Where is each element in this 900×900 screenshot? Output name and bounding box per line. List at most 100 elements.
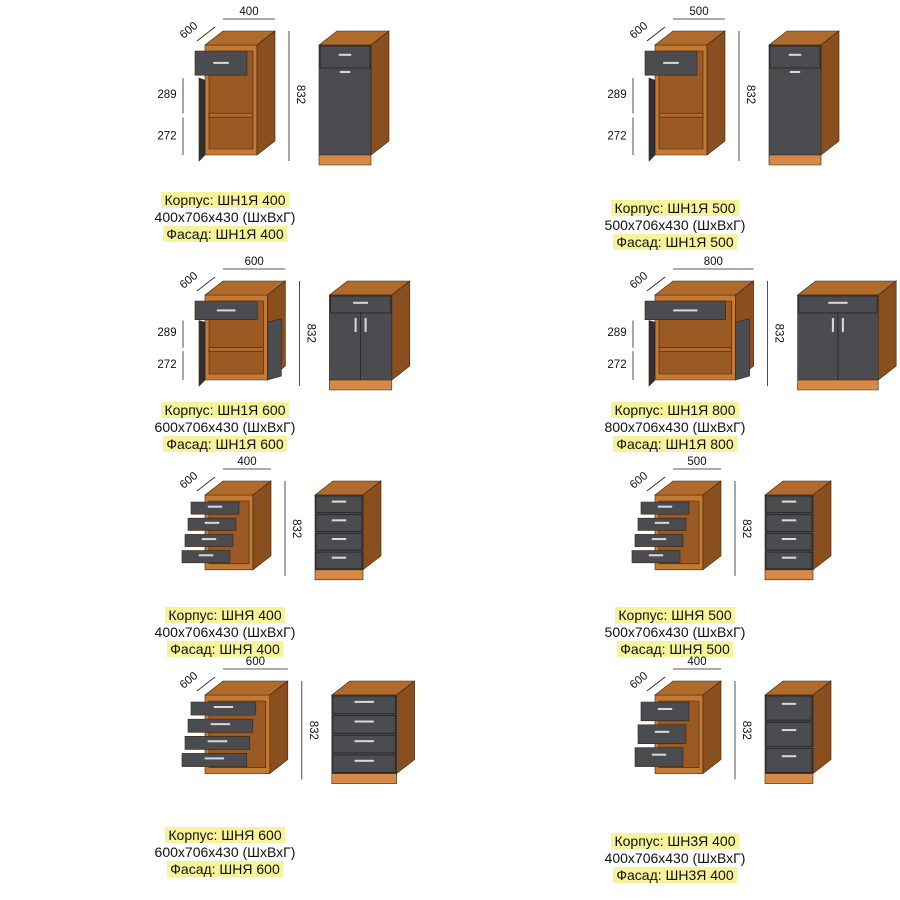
dim-label-width: 400 bbox=[239, 6, 258, 18]
drawer-handle bbox=[198, 554, 214, 557]
dim-label-width: 600 bbox=[245, 256, 264, 268]
corpus-label: Корпус: ШН1Я 400 bbox=[161, 192, 289, 208]
drawer-handle bbox=[210, 723, 231, 726]
drawer-handle bbox=[673, 309, 698, 312]
facade-label: Фасад: ШН1Я 600 bbox=[163, 436, 287, 452]
drawer-handle bbox=[204, 521, 220, 524]
drawer-front bbox=[765, 551, 813, 570]
cabinet-plinth bbox=[764, 773, 814, 784]
cabinet-plinth bbox=[764, 569, 814, 581]
dim-label-depth: 600 bbox=[628, 470, 650, 492]
shelf bbox=[658, 112, 704, 118]
corpus-label: Корпус: ШН1Я 800 bbox=[611, 402, 739, 418]
door-handle bbox=[354, 318, 357, 332]
cabinet-plinth bbox=[329, 379, 393, 391]
dim-label-a: 289 bbox=[607, 327, 626, 339]
cabinet-plinth bbox=[318, 154, 372, 166]
dim-label-width: 400 bbox=[687, 656, 706, 668]
dim-label-width: 500 bbox=[687, 456, 706, 468]
drawer-handle bbox=[781, 755, 797, 758]
dim-label-depth: 600 bbox=[178, 270, 200, 292]
product-caption: Корпус: ШН1Я 400 400х706х430 (ШхВхГ) Фас… bbox=[0, 192, 450, 243]
drawer-handle bbox=[331, 519, 347, 522]
cabinet-side bbox=[812, 680, 832, 775]
dim-line bbox=[196, 476, 216, 492]
facade-label: Фасад: ШН3Я 400 bbox=[613, 867, 737, 883]
drawer-front bbox=[765, 495, 813, 514]
drawer-front bbox=[315, 551, 363, 570]
door-handle bbox=[831, 318, 834, 332]
cabinet-plinth bbox=[797, 379, 879, 391]
shelf bbox=[208, 347, 264, 352]
dim-label-a: 289 bbox=[157, 89, 176, 101]
drawer-front bbox=[315, 533, 363, 551]
dim-label-width: 800 bbox=[704, 256, 723, 268]
cabinet-side bbox=[269, 680, 289, 775]
drawer-front bbox=[634, 534, 684, 547]
cabinet-side bbox=[252, 480, 272, 571]
drawer-front bbox=[332, 715, 396, 734]
drawer-front bbox=[765, 721, 813, 747]
drawer-front bbox=[332, 734, 396, 754]
corpus-label: Корпус: ШН1Я 600 bbox=[161, 402, 289, 418]
drawer-handle bbox=[354, 740, 374, 743]
dimensions-label: 400х706х430 (ШхВхГ) bbox=[154, 624, 296, 640]
cabinet-side bbox=[812, 480, 832, 571]
dimensions-label: 800х706х430 (ШхВхГ) bbox=[604, 419, 746, 435]
drawer-front bbox=[332, 695, 396, 715]
facade-label: Фасад: ШНЯ 400 bbox=[167, 641, 283, 657]
dim-label-width: 500 bbox=[689, 6, 708, 18]
closed-cabinet bbox=[318, 30, 390, 166]
closed-cabinet bbox=[768, 30, 840, 166]
door-handle bbox=[789, 71, 801, 73]
dim-label-b: 272 bbox=[607, 359, 626, 371]
drawer-handle bbox=[213, 705, 234, 708]
drawer-handle bbox=[663, 61, 679, 64]
dim-label-height: 832 bbox=[773, 324, 785, 343]
drawer-handle bbox=[788, 53, 802, 56]
dim-label-depth: 600 bbox=[178, 20, 200, 42]
open-cabinet: 289 272 400 600 832 bbox=[157, 6, 306, 162]
dim-label-height: 832 bbox=[740, 519, 752, 538]
dim-label-depth: 600 bbox=[628, 670, 650, 692]
shelf bbox=[208, 112, 254, 118]
drawer-front bbox=[184, 534, 234, 547]
cabinet-illustration: 400 600 832 bbox=[628, 656, 832, 784]
drawer-front bbox=[332, 754, 396, 773]
drawer-front bbox=[631, 550, 681, 564]
closed-cabinet bbox=[796, 280, 898, 391]
dim-line bbox=[196, 676, 216, 692]
cabinet-side bbox=[370, 30, 390, 156]
drawer-handle bbox=[331, 500, 347, 503]
facade-label: Фасад: ШН1Я 800 bbox=[613, 436, 737, 452]
drawer-handle bbox=[213, 61, 229, 64]
facade-label: Фасад: ШНЯ 500 bbox=[617, 641, 733, 657]
dim-line bbox=[646, 676, 666, 692]
facade-label: Фасад: ШН1Я 500 bbox=[613, 234, 737, 250]
drawer-handle bbox=[331, 556, 347, 559]
dim-label-height: 832 bbox=[294, 85, 306, 104]
drawer-handle bbox=[216, 309, 236, 312]
product-card-shn1ya-400: 289 272 400 600 832 Корпус: ШН1Я 400 400х706… bbox=[0, 0, 450, 252]
dim-label-depth: 600 bbox=[178, 670, 200, 692]
dimensions-label: 500х706х430 (ШхВхГ) bbox=[604, 624, 746, 640]
dimensions-label: 400х706х430 (ШхВхГ) bbox=[604, 850, 746, 866]
door-handle bbox=[841, 318, 844, 332]
dim-label-height: 832 bbox=[740, 721, 752, 740]
dim-label-b: 272 bbox=[157, 131, 176, 143]
corpus-label: Корпус: ШНЯ 600 bbox=[165, 827, 285, 843]
drawer-front bbox=[765, 514, 813, 532]
dim-line bbox=[196, 276, 216, 292]
dim-label-height: 832 bbox=[307, 721, 319, 740]
dim-line bbox=[646, 276, 666, 292]
drawer-handle bbox=[828, 301, 848, 304]
closed-cabinet bbox=[764, 480, 832, 581]
corpus-label: Корпус: ШН1Я 500 bbox=[611, 200, 739, 216]
cabinet-side bbox=[391, 280, 411, 381]
